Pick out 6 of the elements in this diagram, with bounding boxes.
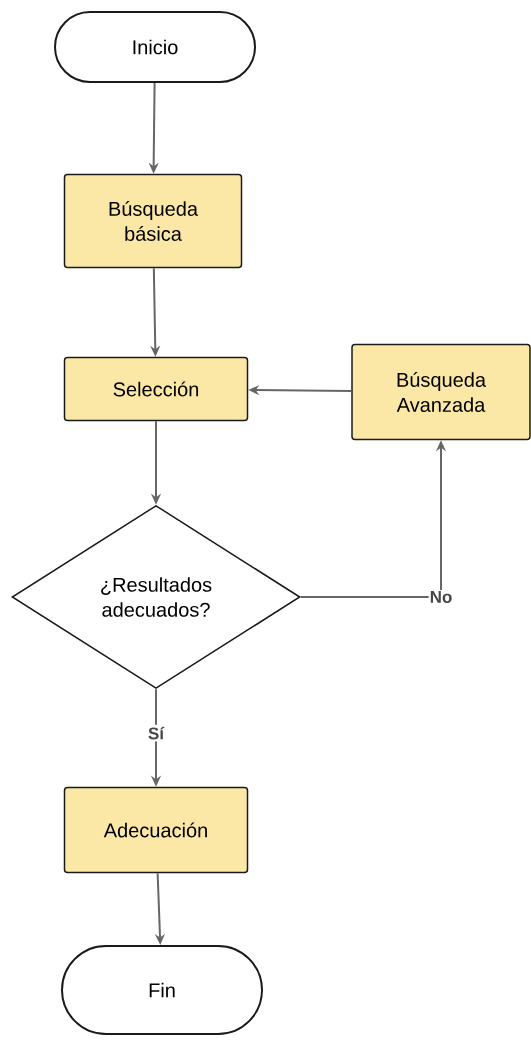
edge-label: Sí	[145, 724, 167, 742]
process-box: Adecuación	[63, 786, 249, 874]
process-box: Búsqueda Avanzada	[351, 343, 531, 441]
process-box: Búsqueda básica	[63, 173, 243, 269]
process-box: Selección	[63, 356, 249, 422]
edge-label: No	[428, 590, 454, 604]
